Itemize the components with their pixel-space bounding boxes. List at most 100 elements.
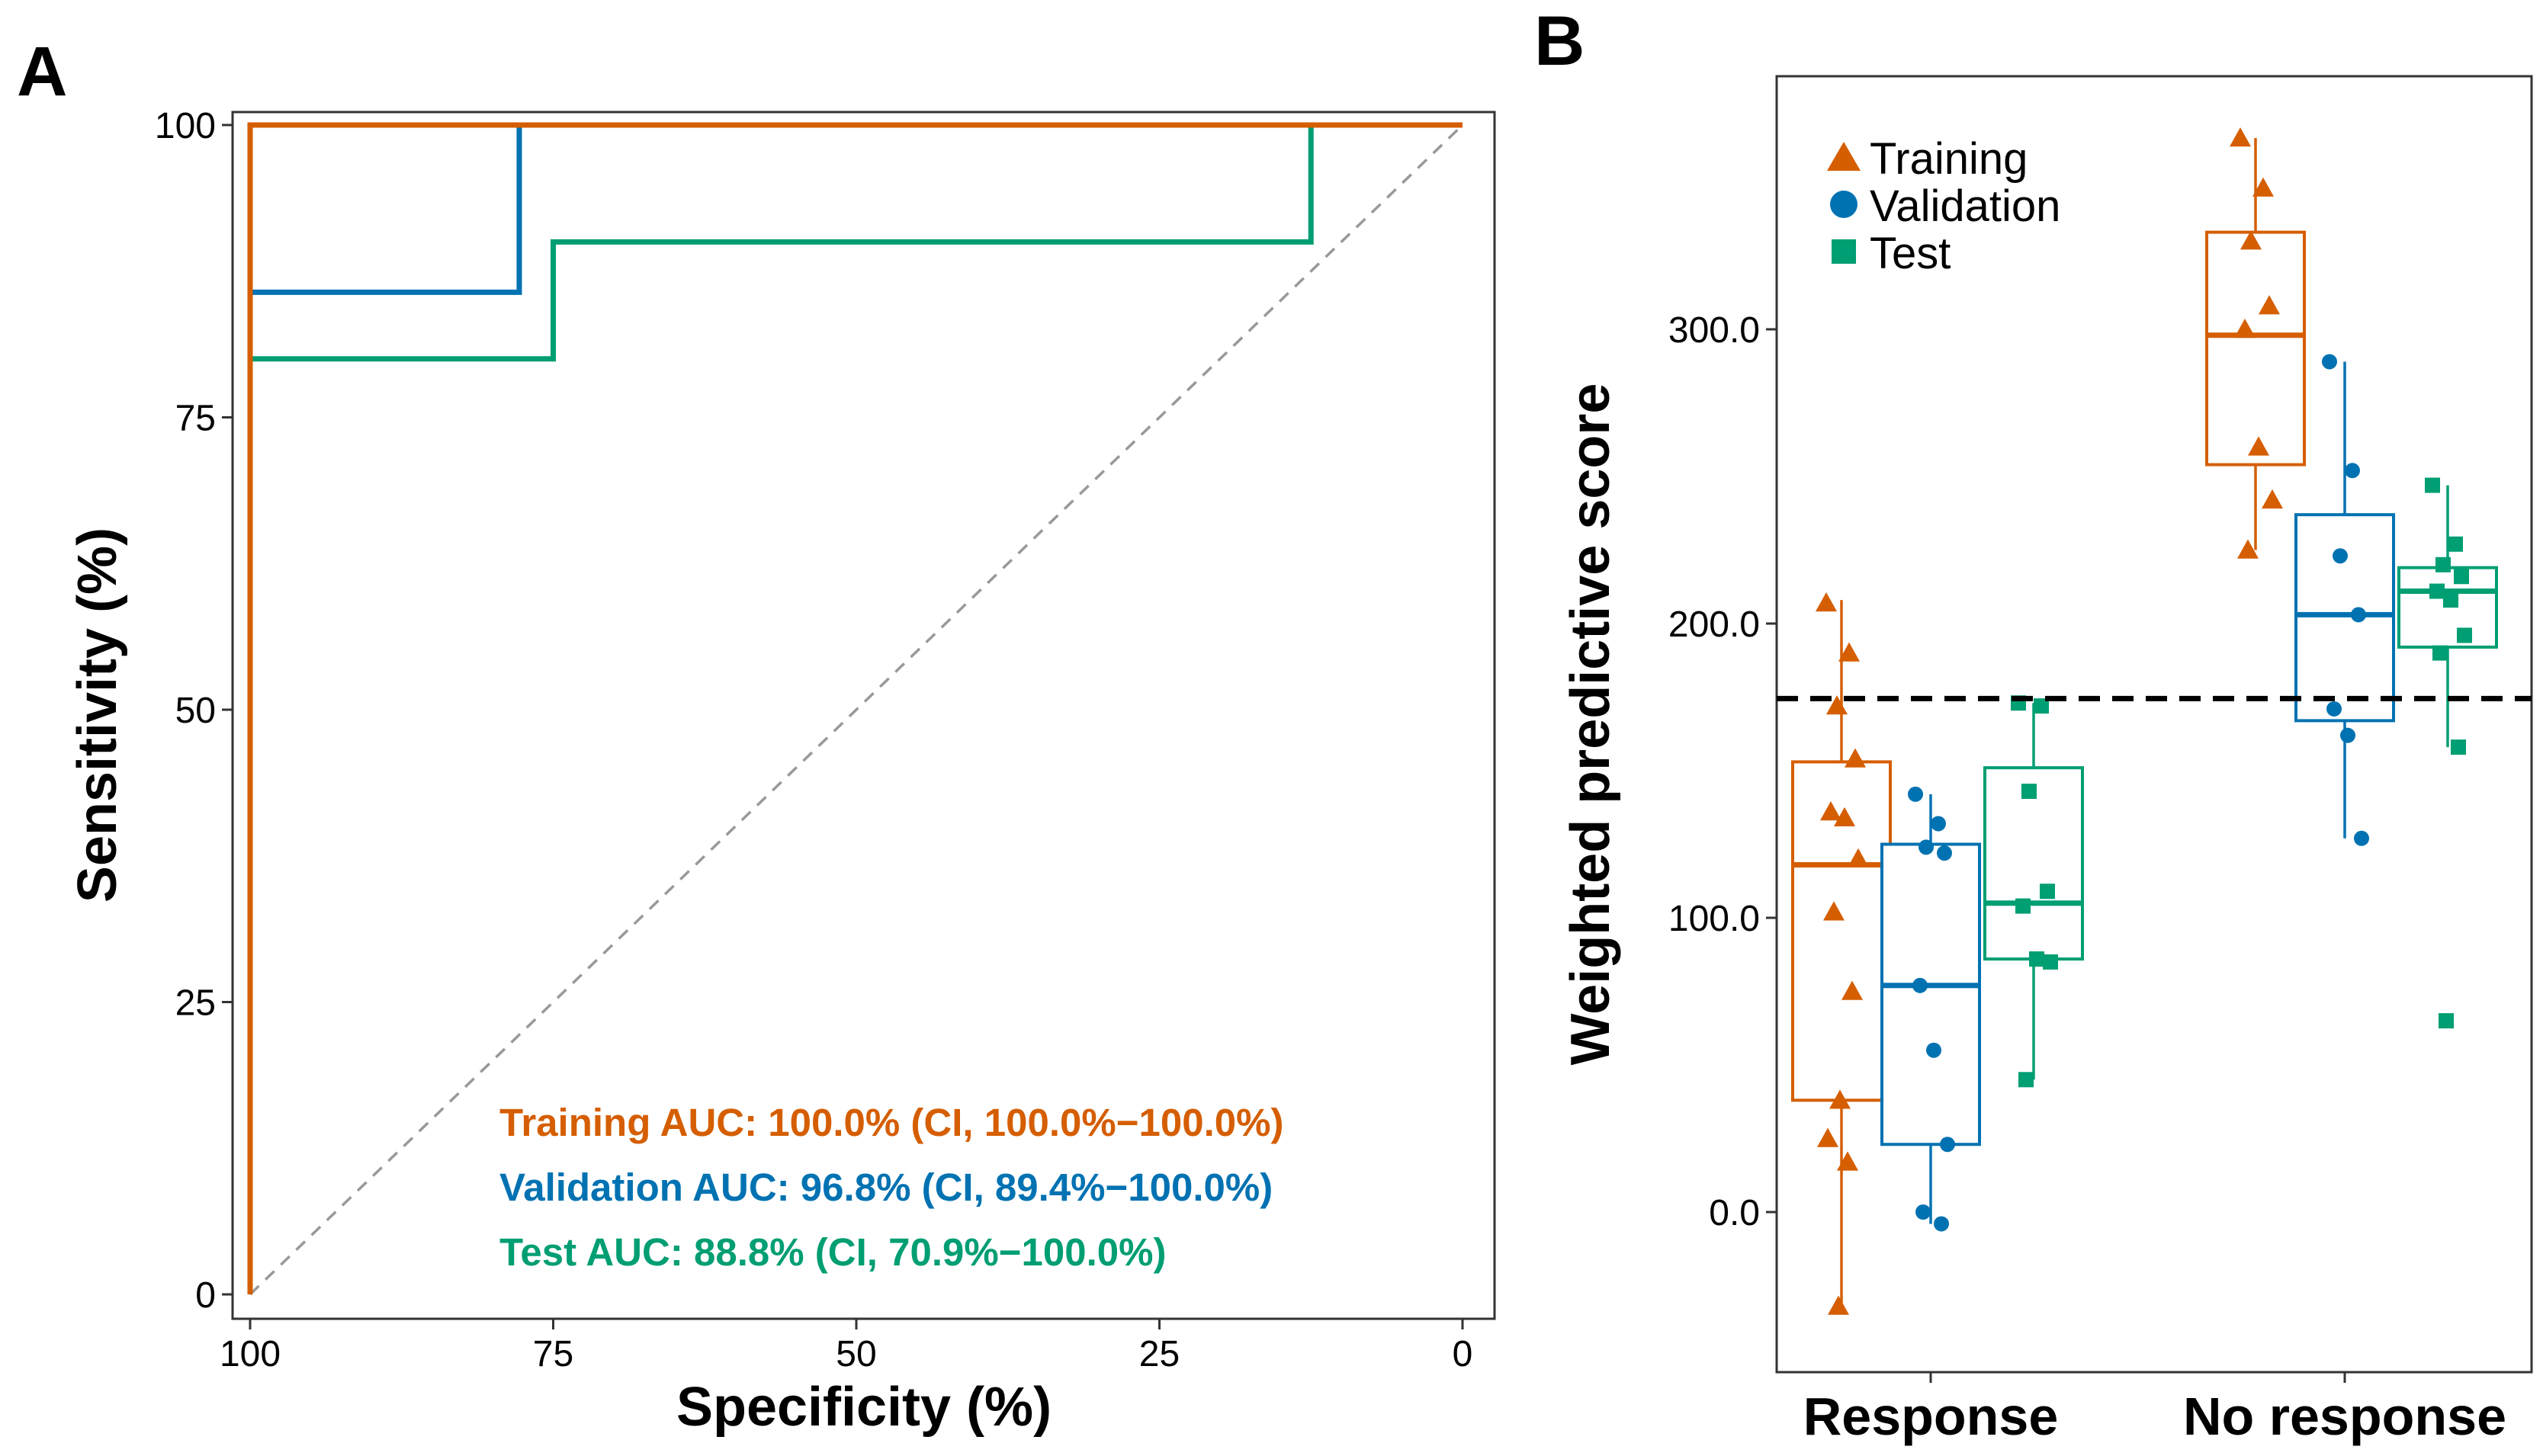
data-point-test [2429, 583, 2445, 599]
data-point-validation [1934, 1216, 1949, 1232]
data-point-test [2015, 898, 2031, 914]
data-point-validation [1937, 845, 1952, 861]
roc-x-axis-title: Specificity (%) [676, 1377, 1052, 1438]
data-point-training [2234, 319, 2256, 338]
data-point-test [2432, 645, 2448, 661]
box-iqr [1880, 842, 1981, 1147]
data-point-training [1848, 848, 1869, 868]
roc-x-tick-label: 0 [1453, 1334, 1473, 1374]
legend-square-icon [1832, 239, 1856, 264]
data-point-test [2439, 1013, 2454, 1029]
data-point-training [2230, 127, 2251, 147]
data-point-test [2018, 1072, 2034, 1088]
category-label: Response [1803, 1387, 2059, 1446]
box-training-no-response [2205, 138, 2306, 550]
data-point-validation [1931, 816, 1946, 832]
auc-label-training: Training AUC: 100.0% (CI, 100.0%−100.0%) [499, 1101, 1283, 1144]
panel-a-label: A [17, 33, 67, 111]
data-point-validation [2326, 701, 2342, 717]
data-point-test [2040, 884, 2055, 900]
legend-triangle-icon [1827, 142, 1861, 171]
box-validation-no-response [2294, 361, 2395, 839]
panel-b-label: B [1534, 2, 1585, 80]
data-point-validation [1912, 977, 1928, 993]
box-y-tick-label: 200.0 [1668, 605, 1760, 645]
data-point-training [2252, 177, 2274, 197]
data-point-test [2448, 536, 2463, 552]
roc-y-tick-label: 75 [175, 399, 216, 439]
data-point-validation [1918, 839, 1934, 855]
data-point-test [2043, 954, 2058, 970]
data-point-validation [2322, 354, 2337, 370]
data-point-training [2237, 539, 2259, 559]
legend-circle-icon [1830, 191, 1857, 218]
roc-plot-frame [231, 111, 1496, 1320]
box-iqr [2205, 230, 2306, 467]
roc-y-tick-label: 100 [155, 106, 216, 146]
data-point-validation [1940, 1137, 1955, 1153]
roc-x-tick-label: 75 [533, 1334, 573, 1374]
data-point-training [1828, 1295, 1849, 1315]
panel-b-box-chart: B 0.0 100.0 200.0 300.0 Weighted predictive… [1534, 2, 2533, 1446]
roc-y-axis-title: Sensitivity (%) [67, 528, 128, 903]
box-y-tick-label: 100.0 [1668, 899, 1760, 939]
data-point-test [2443, 592, 2458, 608]
data-point-training [1841, 980, 1863, 1000]
panel-a-roc-chart: A 100 75 50 25 0 0 25 50 75 100 Specificity (%) S… [17, 33, 1496, 1438]
box-iqr [2294, 513, 2395, 723]
data-point-validation [2345, 463, 2360, 479]
auc-label-validation: Validation AUC: 96.8% (CI, 89.4%−100.0%) [499, 1166, 1273, 1209]
legend-label-test: Test [1870, 229, 1951, 278]
roc-x-tick-label: 25 [1139, 1334, 1180, 1374]
roc-y-tick-label: 25 [175, 983, 216, 1024]
roc-y-tick-label: 50 [175, 691, 216, 731]
data-point-training [1817, 1127, 1838, 1147]
data-point-training [1834, 807, 1855, 826]
roc-x-tick-label: 50 [836, 1334, 876, 1374]
box-iqr [1983, 766, 2084, 961]
roc-x-tick-label: 100 [220, 1334, 281, 1374]
data-point-test [2454, 569, 2469, 585]
box-y-tick-label: 0.0 [1709, 1193, 1760, 1233]
data-point-test [2029, 951, 2044, 967]
box-validation-response [1880, 794, 1981, 1224]
box-test-no-response [2397, 485, 2498, 748]
data-point-training [1838, 642, 1860, 662]
roc-curve-training [247, 122, 1463, 1294]
data-point-training [2259, 295, 2280, 315]
data-point-training [1823, 901, 1845, 921]
data-point-test [2435, 556, 2451, 572]
data-point-validation [1915, 1204, 1931, 1220]
data-point-validation [1926, 1042, 1941, 1058]
data-point-test [2451, 739, 2466, 755]
data-point-validation [2354, 830, 2369, 846]
data-point-training [1829, 1089, 1851, 1109]
legend-label-validation: Validation [1870, 181, 2060, 231]
auc-label-test: Test AUC: 88.8% (CI, 70.9%−100.0%) [499, 1230, 1166, 1274]
data-point-training [1837, 1151, 1858, 1171]
legend-label-training: Training [1870, 134, 2028, 184]
data-point-validation [1908, 786, 1923, 802]
data-point-training [1845, 748, 1866, 768]
data-point-test [2425, 477, 2440, 493]
category-label: No response [2183, 1387, 2506, 1446]
data-point-test [2457, 627, 2472, 643]
roc-y-tick-label: 0 [195, 1275, 216, 1316]
data-point-training [1816, 592, 1837, 612]
box-plot-frame [1775, 75, 2533, 1374]
data-point-training [1826, 695, 1848, 715]
data-point-training [2240, 230, 2262, 250]
box-test-response [1983, 703, 2084, 1080]
data-point-test [2034, 698, 2049, 714]
data-point-training [1820, 801, 1841, 821]
data-point-training [2262, 489, 2283, 509]
data-point-validation [2351, 607, 2366, 623]
box-y-axis-title: Weighted predictive score [1560, 383, 1621, 1066]
box-y-tick-label: 300.0 [1668, 310, 1760, 351]
data-point-validation [2333, 548, 2348, 564]
data-point-validation [2340, 727, 2355, 743]
reference-diagonal-line [249, 123, 1464, 1296]
data-point-training [2248, 436, 2269, 456]
